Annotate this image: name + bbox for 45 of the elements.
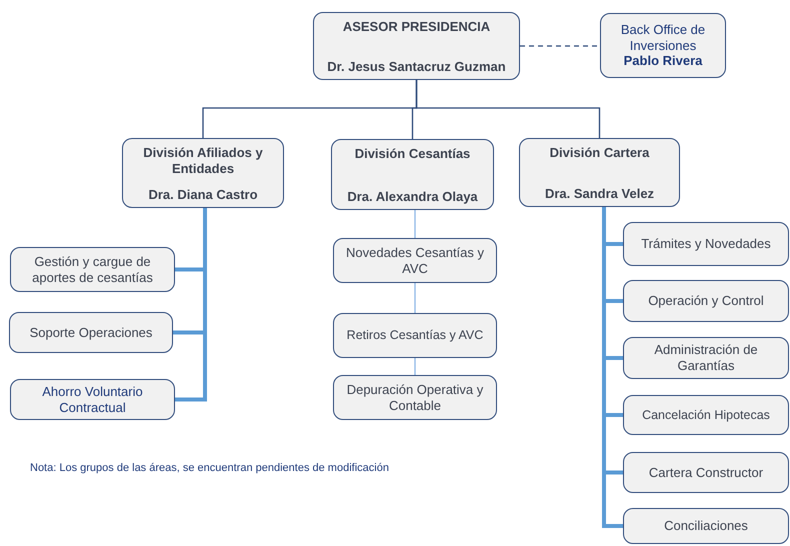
org-box bbox=[623, 337, 789, 379]
box-text: Novedades Cesantías y AVC bbox=[344, 244, 486, 276]
org-box bbox=[333, 238, 497, 283]
box-text: Dra. Alexandra Olaya bbox=[347, 189, 478, 205]
box-text: División Cartera bbox=[550, 145, 650, 161]
box-text: Operación y Control bbox=[648, 293, 764, 309]
note-text: Nota: Los grupos de las áreas, se encuentran pendientes de modificación bbox=[30, 462, 389, 474]
box-text: ASESOR PRESIDENCIA bbox=[342, 19, 490, 35]
org-box bbox=[10, 247, 175, 292]
connector-line bbox=[414, 283, 416, 313]
org-box bbox=[623, 395, 789, 435]
org-box bbox=[333, 375, 497, 420]
org-box bbox=[10, 379, 175, 420]
box-text: Conciliaciones bbox=[664, 518, 748, 534]
box-text: Dr. Jesus Santacruz Guzman bbox=[327, 59, 506, 75]
org-box bbox=[9, 312, 173, 353]
org-box bbox=[623, 222, 789, 266]
box-text: Pablo Rivera bbox=[624, 53, 702, 69]
box-text: Back Office de Inversiones bbox=[620, 22, 706, 54]
box-text: Cartera Constructor bbox=[648, 464, 764, 480]
org-box bbox=[623, 508, 789, 544]
box-text: Cancelación Hipotecas bbox=[642, 408, 770, 422]
box-text: División Afiliados y Entidades bbox=[142, 145, 264, 176]
org-box bbox=[600, 13, 726, 78]
org-box bbox=[623, 280, 789, 322]
box-text: Depuración Operativa y Contable bbox=[346, 382, 484, 414]
box-text: Dra. Sandra Velez bbox=[544, 186, 654, 202]
box-text: Trámites y Novedades bbox=[641, 236, 771, 252]
org-box bbox=[313, 12, 520, 80]
org-box bbox=[333, 313, 497, 358]
connector-line bbox=[416, 80, 600, 138]
connector-line bbox=[414, 358, 416, 375]
connector-line bbox=[520, 45, 600, 47]
org-box bbox=[519, 138, 680, 207]
box-text: Soporte Operaciones bbox=[30, 324, 152, 340]
box-text: Dra. Diana Castro bbox=[148, 187, 258, 203]
box-text: Administración de Garantías bbox=[653, 342, 759, 374]
org-box bbox=[331, 139, 494, 210]
box-text: Retiros Cesantías y AVC bbox=[346, 328, 484, 343]
box-text: Ahorro Voluntario Contractual bbox=[41, 384, 144, 416]
org-box bbox=[122, 138, 284, 208]
box-text: Gestión y cargue de aportes de cesantías bbox=[31, 254, 154, 286]
connector-line bbox=[414, 210, 416, 238]
org-box bbox=[623, 452, 789, 493]
box-text: División Cesantías bbox=[354, 146, 470, 162]
